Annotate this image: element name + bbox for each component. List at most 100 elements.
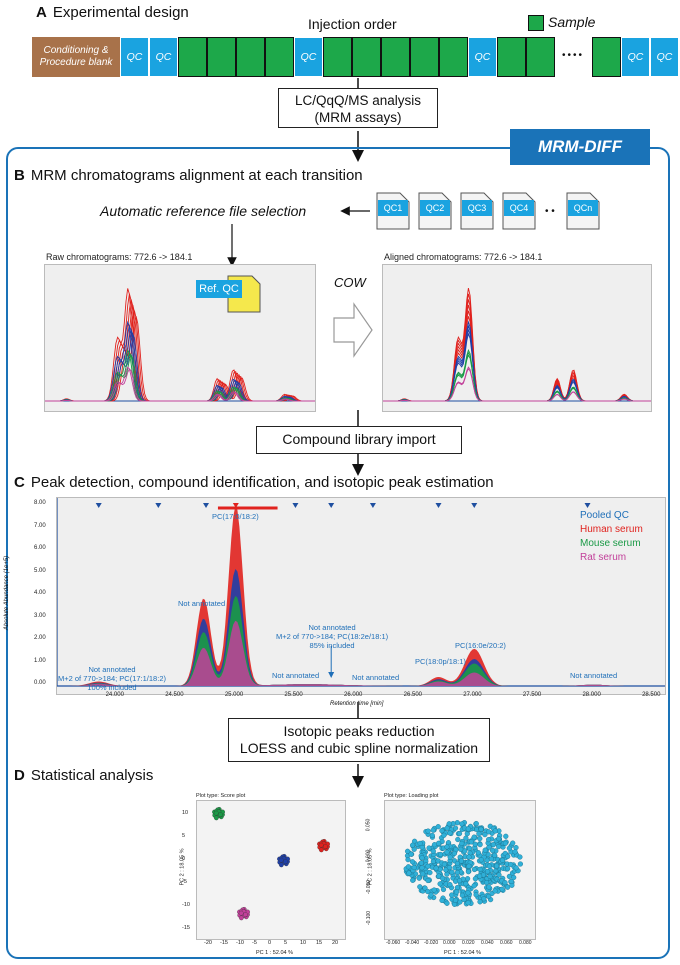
- score-xtick: 20: [332, 940, 339, 946]
- loading-plot: [384, 800, 536, 940]
- loading-point: [510, 840, 516, 846]
- loading-point: [408, 851, 414, 857]
- c-ytick: 2.00: [34, 635, 46, 641]
- chromatogram-trace: [383, 351, 651, 402]
- loading-point: [508, 861, 514, 868]
- loading-point: [453, 889, 460, 895]
- c-xtick: 28.000: [582, 692, 601, 698]
- loading-point: [431, 887, 437, 893]
- loading-xtick: 0.040: [481, 940, 494, 946]
- loading-point: [477, 866, 483, 873]
- sample-injection: [381, 37, 410, 77]
- c-legend: Pooled QC Human serum Mouse serum Rat se…: [580, 509, 643, 565]
- loading-plot-type: Plot type: Loading plot: [384, 793, 439, 799]
- loading-point: [477, 841, 483, 848]
- compound-library-box: Compound library import: [256, 426, 462, 454]
- loading-point: [484, 868, 491, 875]
- loading-point: [487, 873, 493, 880]
- conditioning-block: Conditioning & Procedure blank: [32, 37, 120, 77]
- loading-point: [430, 858, 437, 865]
- annotation-arrow-head: [328, 672, 335, 678]
- loading-point: [481, 896, 487, 902]
- loading-point: [511, 874, 517, 881]
- loading-xtick: 0.000: [443, 940, 456, 946]
- chromatogram-trace: [383, 348, 651, 402]
- loading-point: [429, 832, 435, 839]
- score-point: [214, 815, 219, 821]
- loading-point: [425, 828, 431, 834]
- loading-point: [447, 881, 453, 888]
- loading-point: [447, 830, 453, 836]
- loading-point: [441, 861, 448, 867]
- file-qc1-icon: QC1: [376, 192, 410, 230]
- c-xtick: 27.500: [522, 692, 542, 698]
- ann-pc180p: PC(18:0p/18:1): [415, 657, 466, 666]
- loading-point: [410, 842, 416, 848]
- loading-point: [446, 864, 453, 871]
- loading-point: [496, 843, 502, 850]
- score-xtick: 5: [284, 940, 288, 946]
- loading-point: [490, 842, 497, 848]
- chromatogram-trace: [45, 354, 315, 402]
- aligned-chromatogram-plot: [382, 264, 652, 412]
- qc-injection: QC: [468, 37, 497, 77]
- loading-point: [457, 899, 463, 905]
- loading-ytick: 0.000: [365, 849, 372, 863]
- sample-injection: [323, 37, 352, 77]
- chromatogram-trace: [45, 320, 315, 402]
- c-xlabel: Retention time [min]: [330, 701, 384, 707]
- loading-point: [446, 821, 452, 827]
- ref-qc-icon: Ref. QC: [196, 270, 262, 313]
- qc-injection: QC: [650, 37, 679, 77]
- score-point: [238, 910, 244, 916]
- loading-point: [471, 883, 477, 889]
- peak-marker: [292, 503, 299, 508]
- c-ytick: 7.00: [34, 522, 46, 529]
- chromatogram-trace: [45, 288, 315, 402]
- loading-point: [444, 871, 450, 877]
- c-ytick: 5.00: [34, 567, 46, 574]
- score-ytick: -10: [182, 902, 190, 908]
- chromatogram-trace: [383, 299, 651, 402]
- loading-point: [451, 850, 458, 857]
- loading-point: [486, 863, 493, 869]
- loading-point: [433, 865, 439, 871]
- chromatogram-trace: [383, 354, 651, 402]
- loading-point: [430, 848, 436, 854]
- loading-point: [444, 849, 450, 855]
- peak-marker: [232, 503, 239, 508]
- peak-marker: [584, 503, 591, 508]
- loading-point: [441, 832, 447, 838]
- loading-point: [410, 877, 416, 883]
- score-xtick: 10: [300, 940, 307, 946]
- loading-point: [454, 820, 460, 826]
- peak-detection-chart: [56, 497, 666, 695]
- c-xtick: 28.500: [642, 692, 661, 698]
- chromatogram-trace: [383, 332, 651, 402]
- loading-point: [419, 865, 425, 871]
- ann-not-annotated-2: Not annotated: [272, 671, 320, 680]
- chromatogram-trace: [45, 349, 315, 402]
- score-ytick: 5: [182, 833, 186, 839]
- score-point: [279, 862, 284, 868]
- loading-point: [426, 845, 432, 851]
- sample-injection: [497, 37, 526, 77]
- loading-point: [420, 871, 426, 877]
- chromatogram-trace: [383, 320, 651, 402]
- loading-point: [476, 873, 483, 879]
- injection-order-label: Injection order: [308, 16, 397, 32]
- c-ytick: 6.00: [34, 545, 46, 551]
- score-point: [218, 812, 223, 817]
- loading-point: [493, 863, 500, 869]
- legend-human-serum: Human serum: [580, 524, 643, 535]
- loading-point: [452, 897, 459, 903]
- legend-mouse-serum: Mouse serum: [580, 538, 641, 549]
- loading-point: [496, 836, 502, 842]
- loading-point: [417, 884, 423, 890]
- loading-point: [468, 839, 474, 845]
- qc-injection: QC: [120, 37, 149, 77]
